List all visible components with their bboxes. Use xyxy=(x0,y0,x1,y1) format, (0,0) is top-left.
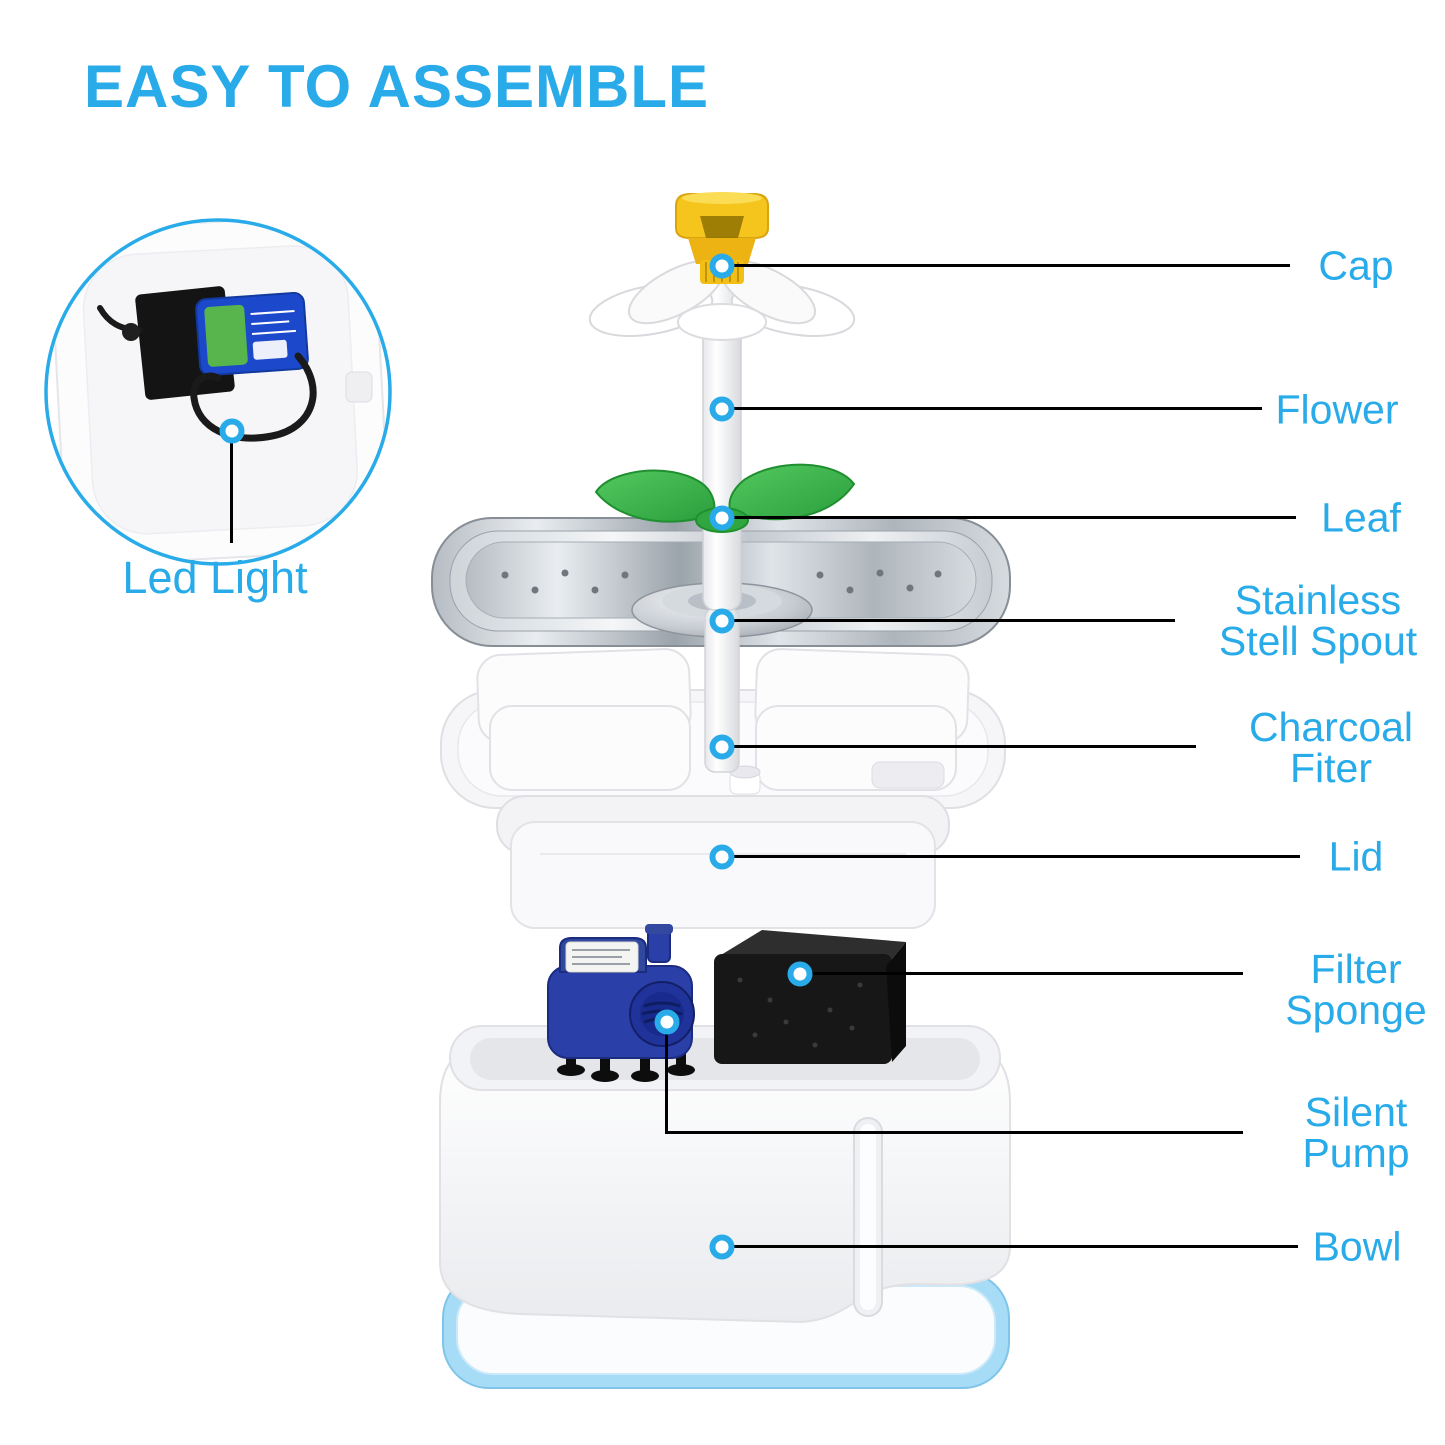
callout-label-cap-text: Cap xyxy=(1318,242,1394,289)
callout-line-charcoal xyxy=(722,745,1196,748)
callout-label-sponge: Filter Sponge xyxy=(1285,949,1426,1031)
lid-part xyxy=(496,795,950,929)
pump-part xyxy=(547,924,695,1082)
callout-label-charcoal: Charcoal Fiter xyxy=(1249,707,1413,789)
callout-label-leaf: Leaf xyxy=(1321,494,1401,541)
inset-pump xyxy=(195,291,309,377)
callout-line-lid xyxy=(722,855,1300,858)
callout-label-bowl-text: Bowl xyxy=(1312,1223,1402,1270)
callout-label-leaf-text: Leaf xyxy=(1321,494,1401,541)
steel-spout-tray xyxy=(431,517,1011,647)
callout-line-flower xyxy=(722,407,1262,410)
callout-line-pump-vertical xyxy=(665,1022,668,1134)
page-title: EASY TO ASSEMBLE xyxy=(84,53,710,120)
flower-part xyxy=(588,259,856,341)
callout-dot-led-light xyxy=(219,418,245,444)
callout-line-leaf xyxy=(722,516,1296,519)
callout-label-bowl: Bowl xyxy=(1312,1223,1402,1270)
callout-dot-leaf xyxy=(709,505,735,531)
callout-label-spout-line1: Stainless xyxy=(1234,577,1402,623)
callout-label-spout-line2: Stell Spout xyxy=(1218,618,1418,664)
callout-dot-sponge xyxy=(787,961,813,987)
callout-line-bowl xyxy=(722,1245,1298,1248)
bowl-part xyxy=(439,1025,1011,1389)
callout-label-charcoal-line2: Fiter xyxy=(1290,745,1372,791)
callout-dot-spout xyxy=(709,608,735,634)
inset-drain-plug xyxy=(122,323,140,341)
callout-label-pump-line2: Pump xyxy=(1302,1130,1410,1176)
water-level-window xyxy=(853,1117,883,1317)
callout-dot-charcoal xyxy=(709,734,735,760)
callout-label-charcoal-line1: Charcoal xyxy=(1248,704,1414,750)
callout-line-spout xyxy=(722,619,1175,622)
callout-label-spout: Stainless Stell Spout xyxy=(1219,580,1417,662)
callout-label-sponge-line2: Sponge xyxy=(1285,987,1427,1033)
charcoal-filter-layer xyxy=(440,648,1006,809)
callout-dot-lid xyxy=(709,844,735,870)
callout-line-led-light xyxy=(230,431,233,543)
led-light-inset xyxy=(44,218,392,566)
callout-label-lid-text: Lid xyxy=(1328,833,1384,880)
callout-dot-bowl xyxy=(709,1234,735,1260)
callout-dot-cap xyxy=(709,253,735,279)
callout-label-sponge-line1: Filter xyxy=(1310,946,1402,992)
callout-dot-pump xyxy=(654,1009,680,1035)
filter-sponge-part xyxy=(714,930,906,1064)
callout-dot-flower xyxy=(709,396,735,422)
callout-label-flower: Flower xyxy=(1275,386,1399,433)
callout-line-pump-horizontal xyxy=(665,1131,1243,1134)
callout-label-flower-text: Flower xyxy=(1275,386,1399,433)
led-light-label: Led Light xyxy=(122,552,308,603)
callout-label-pump: Silent Pump xyxy=(1302,1092,1409,1174)
callout-line-sponge xyxy=(800,972,1243,975)
callout-label-pump-line1: Silent xyxy=(1304,1089,1408,1135)
callout-line-cap xyxy=(722,264,1290,267)
callout-label-lid: Lid xyxy=(1328,833,1384,880)
callout-label-cap: Cap xyxy=(1318,242,1394,289)
